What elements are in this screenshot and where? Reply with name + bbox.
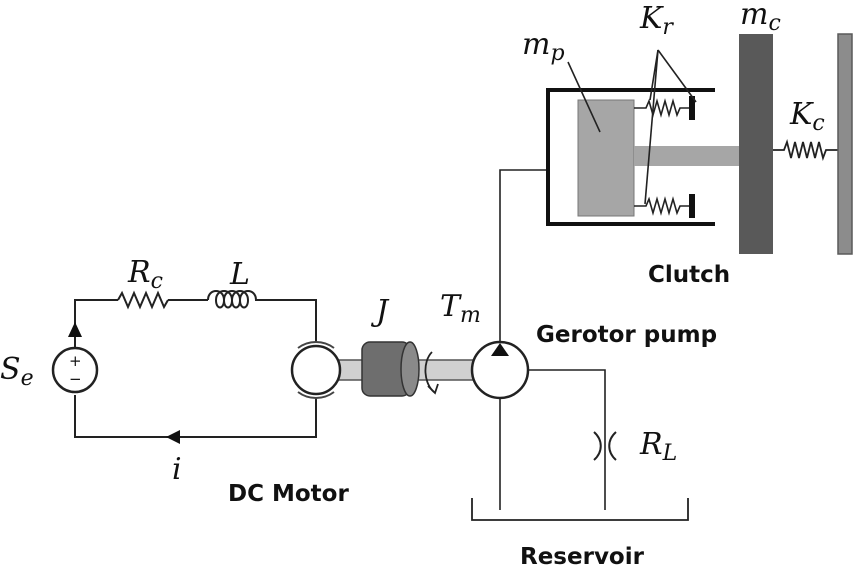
clutch-plate-mc <box>739 34 773 254</box>
current-arrow-left <box>166 430 180 444</box>
spring-stop-bottom <box>689 194 695 218</box>
piston-mp <box>577 99 742 217</box>
source-plus: + <box>69 352 82 370</box>
clutch-spring-kc <box>773 138 838 162</box>
label-i: i <box>172 452 182 487</box>
label-se: Se <box>0 352 34 391</box>
label-tm: Tm <box>440 289 481 328</box>
current-arrow-up <box>68 322 82 337</box>
circuit-wires <box>74 299 317 438</box>
label-kc: Kc <box>790 97 825 136</box>
clutch-frame <box>837 33 853 255</box>
label-gerotor-pump: Gerotor pump <box>536 322 718 348</box>
voltage-source <box>51 346 99 394</box>
reservoir-tank <box>471 498 689 521</box>
restriction-rl <box>593 431 617 461</box>
label-mc: mc <box>740 0 781 36</box>
gerotor-pump <box>470 340 530 400</box>
label-j: J <box>376 294 389 329</box>
label-mp: mp <box>522 27 565 66</box>
cylinder-housing <box>546 88 715 226</box>
return-springs-kr <box>634 98 690 216</box>
inductor-l <box>207 290 268 309</box>
label-l: L <box>230 257 250 292</box>
torque-arrow <box>424 351 439 395</box>
label-clutch: Clutch <box>648 262 731 288</box>
label-rc: Rc <box>128 255 163 294</box>
label-dc-motor: DC Motor <box>228 481 349 507</box>
label-kr: Kr <box>640 1 673 40</box>
dc-motor <box>290 341 342 399</box>
source-minus: − <box>69 370 82 388</box>
hydraulic-lines <box>499 169 606 510</box>
label-reservoir: Reservoir <box>520 544 644 570</box>
spring-stop-top <box>689 96 695 120</box>
leader-lines <box>567 49 697 205</box>
inertia-j <box>361 341 420 397</box>
resistor-rc <box>117 290 169 310</box>
label-rl: RL <box>640 427 678 466</box>
